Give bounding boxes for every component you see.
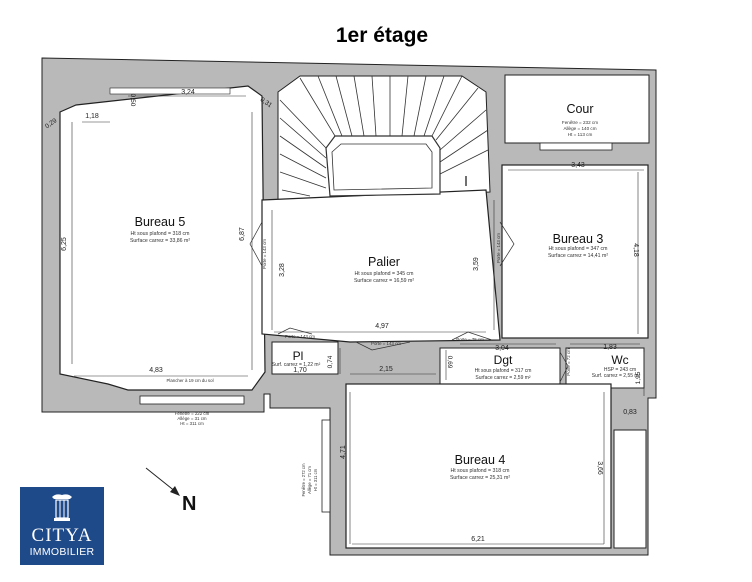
- svg-text:4,18: 4,18: [632, 243, 639, 257]
- label-pl: Pl Surf. carrez = 1,22 m²: [272, 349, 321, 368]
- svg-text:Fenêtre = 222 cm: Fenêtre = 222 cm: [175, 411, 210, 416]
- svg-text:HSP = 243 cm: HSP = 243 cm: [604, 367, 636, 373]
- plan-notes: Porte = 143 cm Porte = 143 cm Porte = 14…: [166, 233, 571, 497]
- svg-text:Porte = 143 cm: Porte = 143 cm: [285, 334, 315, 339]
- svg-text:Bureau 5: Bureau 5: [135, 215, 186, 229]
- svg-text:Wc: Wc: [611, 353, 628, 367]
- svg-text:2,15: 2,15: [379, 366, 393, 373]
- svg-text:Surface carrez = 14,41 m²: Surface carrez = 14,41 m²: [548, 253, 608, 259]
- logo-subtitle: IMMOBILIER: [29, 546, 95, 558]
- window-bureau5-top: [109, 87, 231, 95]
- svg-text:Ht sous plafond = 345 cm: Ht sous plafond = 345 cm: [355, 271, 414, 277]
- svg-text:1,95: 1,95: [635, 371, 642, 384]
- svg-text:Porte = 143 cm: Porte = 143 cm: [496, 233, 501, 263]
- svg-text:Surface carrez = 16,59 m²: Surface carrez = 16,59 m²: [354, 278, 414, 284]
- svg-text:Allège = 140 cm: Allège = 140 cm: [563, 126, 596, 131]
- svg-text:6,25: 6,25: [61, 237, 68, 251]
- room-cour: [504, 74, 650, 144]
- dimension-lines: [71, 95, 645, 545]
- plan-title: 1er étage: [336, 24, 428, 47]
- svg-text:4,83: 4,83: [149, 367, 163, 374]
- svg-text:Cour: Cour: [566, 102, 593, 116]
- room-closet: [613, 429, 647, 549]
- svg-text:4,97: 4,97: [375, 323, 389, 330]
- svg-text:Porte = 143 cm: Porte = 143 cm: [371, 341, 401, 346]
- svg-text:Porte = 75 cm: Porte = 75 cm: [456, 337, 484, 342]
- room-wc: [565, 347, 645, 389]
- svg-text:Ht = 311 cm: Ht = 311 cm: [180, 421, 204, 426]
- window-bureau5: [139, 395, 245, 405]
- staircase: [279, 75, 489, 197]
- svg-text:0,50: 0,50: [129, 94, 136, 107]
- svg-text:3,04: 3,04: [495, 345, 509, 352]
- label-bureau4: Bureau 4 Ht sous plafond = 318 cm Surfac…: [450, 453, 510, 481]
- window-cour: [539, 142, 613, 151]
- column-icon: [52, 494, 72, 521]
- svg-text:Surface carrez = 25,31 m²: Surface carrez = 25,31 m²: [450, 475, 510, 481]
- room-dgt: [439, 347, 561, 385]
- svg-text:Bureau 4: Bureau 4: [455, 453, 506, 467]
- room-bureau4: [345, 383, 612, 549]
- svg-text:Plancher à 19 cm du sol: Plancher à 19 cm du sol: [166, 378, 213, 383]
- north-arrow-icon: [145, 467, 180, 496]
- svg-text:4,71: 4,71: [340, 445, 347, 459]
- svg-text:0,69: 0,69: [446, 356, 453, 369]
- svg-text:6,21: 6,21: [471, 536, 485, 543]
- svg-text:Surface carrez = 2,59 m²: Surface carrez = 2,59 m²: [475, 375, 530, 381]
- svg-text:0,74: 0,74: [327, 355, 334, 368]
- room-bureau5: [59, 85, 266, 391]
- svg-text:Pl: Pl: [293, 349, 304, 363]
- svg-text:Palier: Palier: [368, 255, 400, 269]
- svg-text:Ht sous plafond = 317 cm: Ht sous plafond = 317 cm: [475, 368, 532, 374]
- svg-text:1,83: 1,83: [603, 344, 617, 351]
- svg-text:1,18: 1,18: [85, 113, 99, 120]
- svg-text:Porte = 72 cm: Porte = 72 cm: [566, 348, 571, 376]
- svg-text:Bureau 3: Bureau 3: [553, 232, 604, 246]
- svg-text:Ht = 311 cm: Ht = 311 cm: [313, 468, 318, 491]
- svg-text:Ht sous plafond = 318 cm: Ht sous plafond = 318 cm: [131, 231, 190, 237]
- svg-text:Dgt: Dgt: [494, 353, 513, 367]
- svg-text:Allège = 71 cm: Allège = 71 cm: [307, 466, 312, 494]
- label-bureau3: Bureau 3 Ht sous plafond = 347 cm Surfac…: [548, 232, 608, 259]
- room-pl: [271, 341, 339, 375]
- label-wc: Wc HSP = 243 cm Surf. carrez = 2,55 m²: [592, 353, 641, 379]
- svg-text:Fenêtre = 272 cm: Fenêtre = 272 cm: [301, 463, 306, 496]
- svg-text:Porte = 143 cm: Porte = 143 cm: [262, 239, 267, 269]
- svg-text:Ht sous plafond = 347 cm: Ht sous plafond = 347 cm: [549, 246, 608, 252]
- svg-text:Allège = 31 cm: Allège = 31 cm: [177, 416, 207, 421]
- label-bureau5: Bureau 5 Ht sous plafond = 318 cm Surfac…: [130, 215, 190, 244]
- svg-text:6,87: 6,87: [239, 227, 246, 241]
- logo-name: CITYA: [31, 525, 93, 546]
- svg-text:Ht = 113 cm: Ht = 113 cm: [568, 132, 593, 137]
- svg-text:Fenêtre = 232 cm: Fenêtre = 232 cm: [562, 120, 598, 125]
- svg-text:Surface carrez = 33,86 m²: Surface carrez = 33,86 m²: [130, 238, 190, 244]
- label-palier: Palier Ht sous plafond = 345 cm Surface …: [354, 255, 414, 284]
- label-cour: Cour Fenêtre = 232 cm Allège = 140 cm Ht…: [562, 102, 598, 137]
- svg-text:Surf. carrez = 1,22 m²: Surf. carrez = 1,22 m²: [272, 362, 321, 368]
- room-palier: [261, 189, 501, 343]
- svg-text:0,83: 0,83: [623, 409, 637, 416]
- svg-text:1,70: 1,70: [293, 367, 307, 374]
- label-dgt: Dgt Ht sous plafond = 317 cm Surface car…: [475, 353, 532, 381]
- room-bureau3: [501, 164, 649, 339]
- citya-logo: CITYA IMMOBILIER: [20, 487, 104, 565]
- svg-text:Ht sous plafond = 318 cm: Ht sous plafond = 318 cm: [451, 468, 510, 474]
- north-label: N: [182, 493, 197, 515]
- svg-text:Surf. carrez = 2,55 m²: Surf. carrez = 2,55 m²: [592, 373, 641, 379]
- svg-text:3,24: 3,24: [181, 89, 195, 96]
- svg-text:3,59: 3,59: [473, 257, 480, 271]
- svg-text:3,28: 3,28: [279, 263, 286, 277]
- window-bureau4: [321, 419, 331, 513]
- svg-text:3,66: 3,66: [596, 461, 603, 475]
- svg-text:3,43: 3,43: [571, 162, 585, 169]
